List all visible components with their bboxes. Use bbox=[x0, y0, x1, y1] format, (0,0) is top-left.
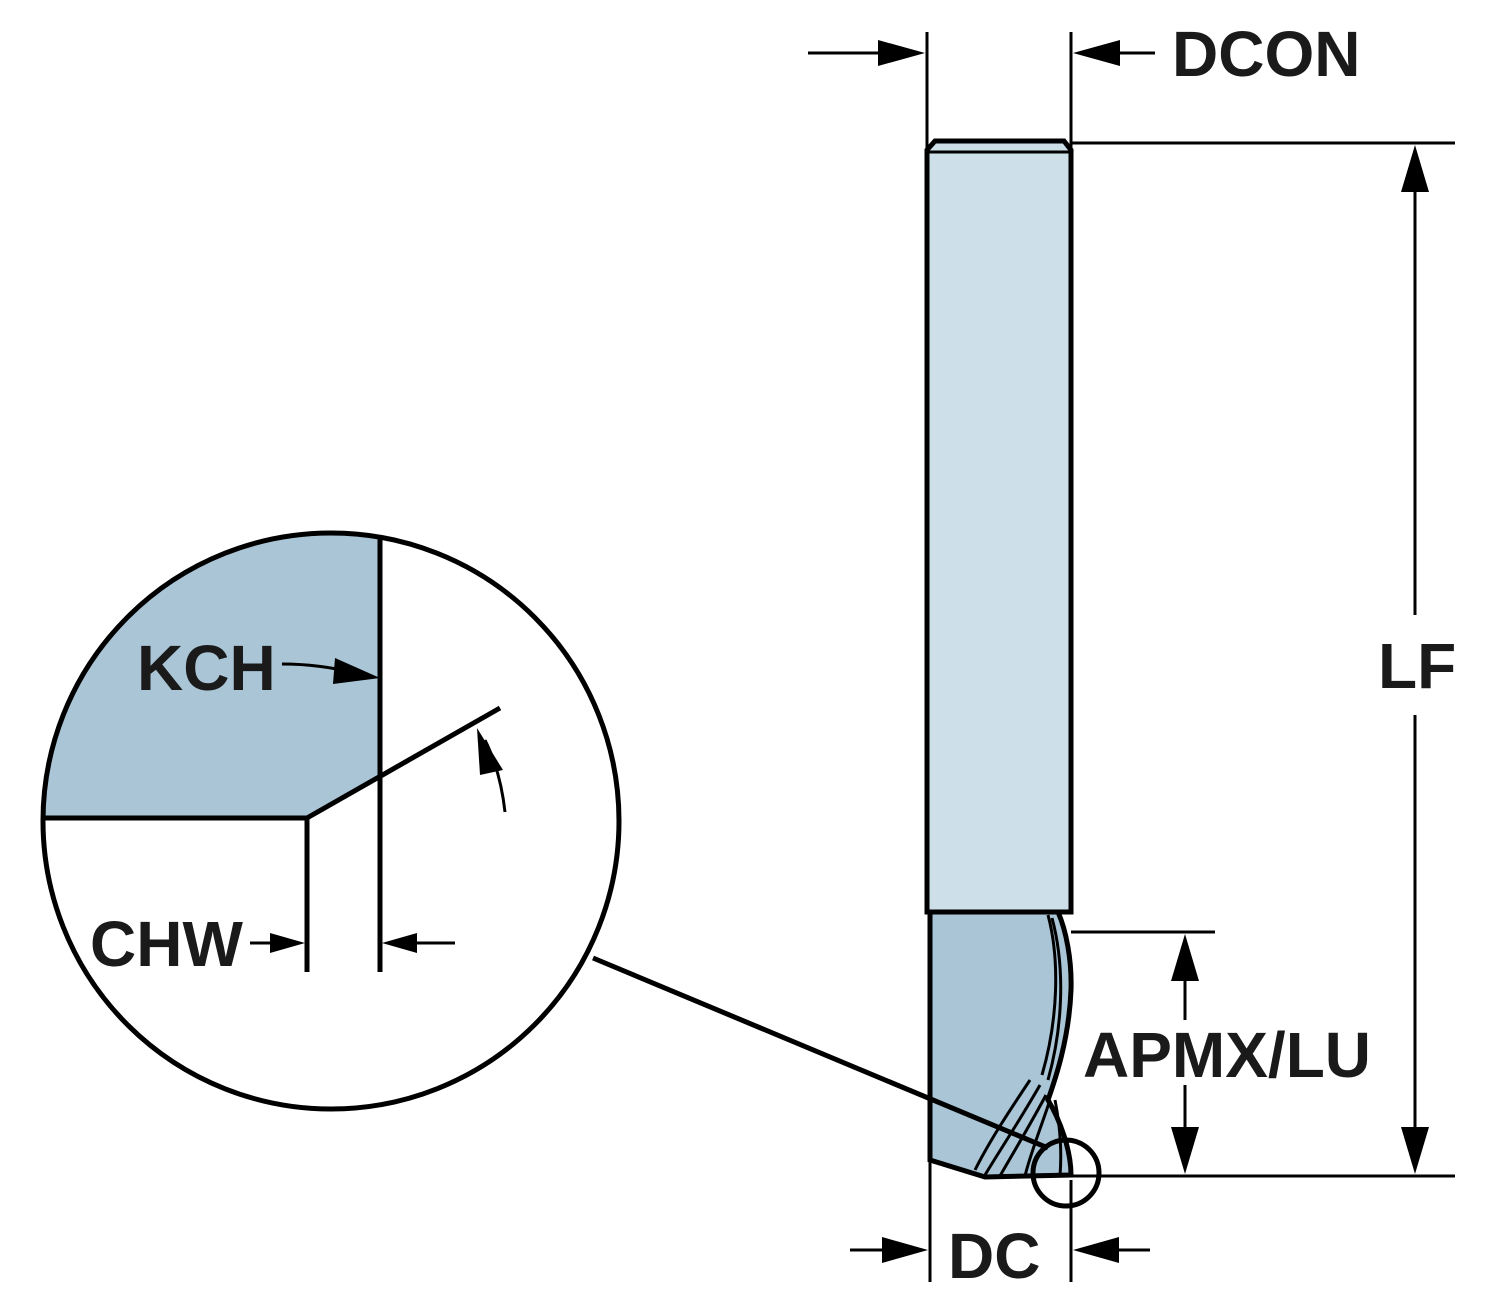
dcon-dimension bbox=[808, 32, 1155, 150]
dc-dimension bbox=[850, 1160, 1150, 1282]
flute-lines bbox=[973, 914, 1063, 1177]
dc-label: DC bbox=[948, 1220, 1040, 1292]
apmx-lu-dimension bbox=[1071, 930, 1215, 1174]
chw-right-arrowhead bbox=[382, 933, 417, 953]
lf-label: LF bbox=[1378, 630, 1456, 702]
end-mill-tool bbox=[924, 138, 1074, 1180]
lf-dimension bbox=[1071, 141, 1455, 1178]
dcon-label: DCON bbox=[1172, 18, 1360, 90]
kch-angle-arrowhead bbox=[477, 728, 503, 775]
detail-leader-line bbox=[592, 955, 1049, 1151]
chw-label: CHW bbox=[90, 908, 243, 980]
corner-detail-marker bbox=[1030, 1137, 1102, 1209]
kch-leader-arrowhead bbox=[333, 658, 380, 684]
kch-label: KCH bbox=[137, 632, 276, 704]
chw-left-arrowhead bbox=[270, 933, 305, 953]
detail-view bbox=[40, 530, 622, 1112]
tool-shank bbox=[924, 138, 1074, 915]
detail-circle bbox=[40, 530, 622, 1112]
apmx-lu-label: APMX/LU bbox=[1083, 1019, 1371, 1091]
detail-chamfer-line bbox=[305, 705, 502, 821]
